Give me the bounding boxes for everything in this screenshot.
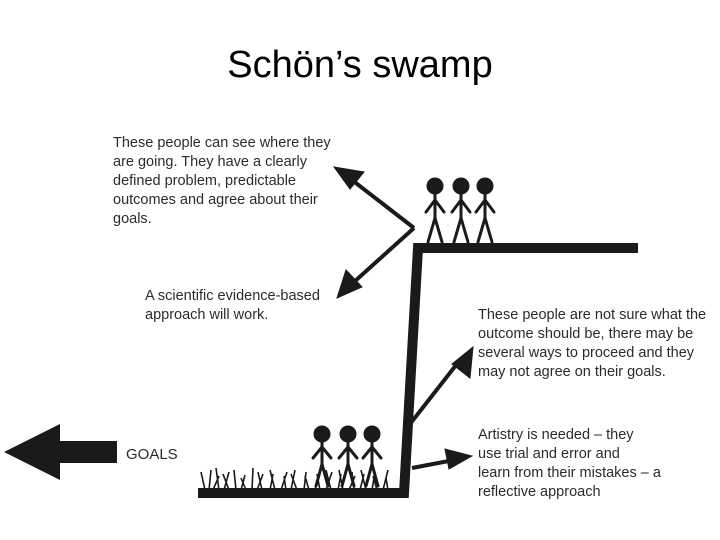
arrow-up-right-head xyxy=(451,345,474,379)
person-figure xyxy=(474,177,496,244)
high-ground-people xyxy=(424,177,496,244)
swamp-people xyxy=(311,425,383,488)
arrow-down-left-head xyxy=(336,269,363,299)
swamp-arrows xyxy=(408,345,474,470)
goals-arrow-icon xyxy=(4,424,117,480)
high-ground-caption: These people can see where they are goin… xyxy=(113,135,331,227)
person-figure xyxy=(361,425,383,488)
person-figure xyxy=(450,177,472,244)
person-figure xyxy=(311,425,333,488)
slide-title: Schön’s swamp xyxy=(227,44,493,86)
person-figure xyxy=(424,177,446,244)
artistry-caption: Artistry is needed – they use trial and … xyxy=(478,427,661,500)
cliff-line xyxy=(198,243,638,498)
goals-label: GOALS xyxy=(126,446,178,463)
swamp-grass xyxy=(200,467,389,491)
arrow-down-left xyxy=(352,226,416,284)
arrow-up-left xyxy=(350,178,416,230)
person-figure xyxy=(337,425,359,488)
scientific-approach-caption: A scientific evidence-based approach wil… xyxy=(145,288,320,323)
high-ground-arrows xyxy=(332,166,416,299)
arrow-right-head xyxy=(444,448,474,470)
arrow-up-right xyxy=(408,358,462,426)
arrow-up-left-head xyxy=(332,166,365,190)
swamp-caption: These people are not sure what the outco… xyxy=(478,307,707,380)
